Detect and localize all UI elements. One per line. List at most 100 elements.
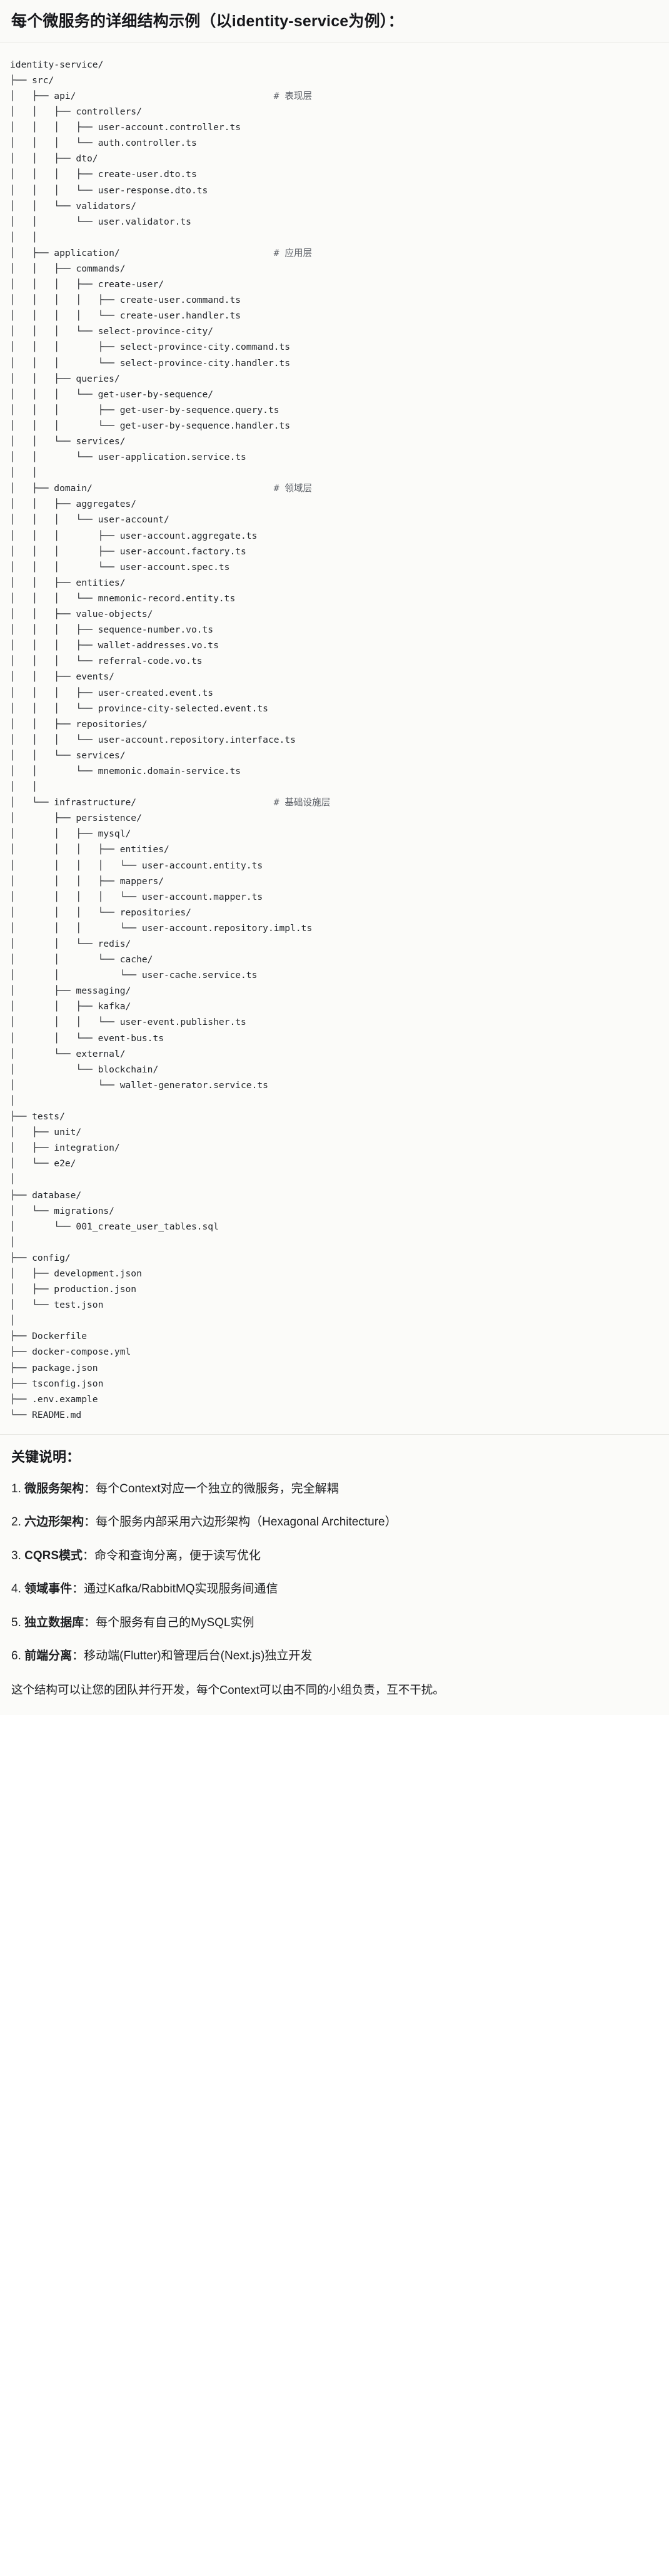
tree-line-text: │ │ │ │ └── user-account.mapper.ts <box>10 891 263 902</box>
tree-line-text: identity-service/ <box>10 59 104 70</box>
key-note-description: 移动端(Flutter)和管理后台(Next.js)独立开发 <box>84 1649 313 1663</box>
tree-line-text: │ └── wallet-generator.service.ts <box>10 1079 268 1091</box>
key-note-item: 3. CQRS模式：命令和查询分离，便于读写优化 <box>11 1547 658 1565</box>
tree-line: │ │ │ └── auth.controller.ts <box>10 138 197 148</box>
tree-line: │ │ │ └── user-event.publisher.ts <box>10 1017 246 1027</box>
tree-line-text: │ │ │ ├── sequence-number.vo.ts <box>10 624 214 636</box>
tree-line-comment: # 基础设施层 <box>273 797 331 808</box>
tree-line-text: │ ├── persistence/ <box>10 813 142 824</box>
tree-line-text: │ │ │ ├── user-account.aggregate.ts <box>10 530 258 541</box>
tree-line-text: │ │ ├── mysql/ <box>10 828 131 840</box>
tree-line-text: │ └── infrastructure/ <box>10 797 137 808</box>
tree-line-text: │ │ └── services/ <box>10 436 126 447</box>
heading-band: 每个微服务的详细结构示例（以identity-service为例）： <box>0 0 669 43</box>
tree-line: │ │ │ ├── sequence-number.vo.ts <box>10 624 213 635</box>
tree-line-text: │ │ │ ├── user-account.factory.ts <box>10 546 246 557</box>
tree-line-text: │ <box>10 1095 16 1106</box>
tree-line: │ │ │ └── mnemonic-record.entity.ts <box>10 593 235 604</box>
tree-line-text: │ │ │ │ └── create-user.handler.ts <box>10 310 241 322</box>
tree-line-text: │ │ │ └── get-user-by-sequence.handler.t… <box>10 420 291 431</box>
tree-line-text: │ │ <box>10 467 38 479</box>
tree-line-text: │ │ │ └── select-province-city/ <box>10 326 214 337</box>
tree-line: │ │ │ └── user-account/ <box>10 514 169 525</box>
tree-line: ├── .env.example <box>10 1394 98 1405</box>
tree-line-text: │ └── external/ <box>10 1048 126 1059</box>
tree-line: │ │ └── user-application.service.ts <box>10 452 246 462</box>
tree-line-text: │ │ │ ├── create-user.dto.ts <box>10 169 197 180</box>
tree-line-text: │ ├── api/ <box>10 90 76 101</box>
tree-line: ├── config/ <box>10 1253 71 1263</box>
key-note-term: 前端分离 <box>24 1649 73 1663</box>
tree-line-text: │ │ │ │ └── user-account.entity.ts <box>10 860 263 871</box>
tree-line: │ │ └── mnemonic.domain-service.ts <box>10 766 241 776</box>
tree-line-text: │ │ ├── controllers/ <box>10 106 142 118</box>
tree-line-text: │ <box>10 1174 16 1185</box>
tree-line: │ │ │ │ ├── create-user.command.ts <box>10 295 241 305</box>
tree-line-text: │ │ │ └── repositories/ <box>10 907 191 918</box>
tree-line-text: │ │ │ ├── mappers/ <box>10 875 164 887</box>
tree-line: │ ├── messaging/ <box>10 985 131 996</box>
tree-line-text: │ <box>10 1315 16 1326</box>
tree-line: │ │ ├── mysql/ <box>10 828 131 839</box>
tree-line: │ │ └── user.validator.ts <box>10 216 191 227</box>
tree-line: │ │ └── event-bus.ts <box>10 1033 164 1044</box>
tree-line: │ └── migrations/ <box>10 1206 114 1216</box>
tree-line-text: └── README.md <box>10 1409 82 1420</box>
key-note-separator: ： <box>83 1549 95 1562</box>
tree-line-text: │ │ └── cache/ <box>10 954 153 965</box>
tree-line-text: │ │ │ └── user-account.repository.impl.t… <box>10 922 313 934</box>
tree-line-text: │ │ ├── entities/ <box>10 577 126 588</box>
tree-line-text: │ ├── development.json <box>10 1268 142 1279</box>
tree-line: │ ├── development.json <box>10 1268 142 1279</box>
key-notes-title: 关键说明： <box>11 1448 81 1465</box>
tree-line-text: │ ├── messaging/ <box>10 985 131 997</box>
key-note-number: 3. <box>11 1549 25 1562</box>
tree-line-text: │ │ ├── queries/ <box>10 373 120 384</box>
key-note-description: 每个Context对应一个独立的微服务，完全解耦 <box>96 1482 339 1495</box>
tree-line-text: │ ├── production.json <box>10 1284 137 1295</box>
tree-line-text: │ │ ├── commands/ <box>10 263 126 274</box>
tree-line: │ │ │ └── user-account.spec.ts <box>10 562 229 573</box>
tree-line: │ │ ├── events/ <box>10 671 114 682</box>
key-note-item: 6. 前端分离：移动端(Flutter)和管理后台(Next.js)独立开发 <box>11 1647 658 1665</box>
tree-line-text: │ │ │ │ ├── create-user.command.ts <box>10 295 241 306</box>
directory-tree: identity-service/ ├── src/ │ ├── api/ # … <box>10 57 659 1423</box>
tree-line: │ │ └── validators/ <box>10 201 136 211</box>
tree-line: │ │ ├── commands/ <box>10 263 126 274</box>
tree-line-text: │ │ │ └── user-event.publisher.ts <box>10 1017 246 1028</box>
tree-line-text: │ │ └── services/ <box>10 750 126 761</box>
tree-line: │ │ │ └── user-account.repository.interf… <box>10 735 296 745</box>
tree-line-text: ├── tsconfig.json <box>10 1378 104 1389</box>
tree-line-text: │ │ ├── repositories/ <box>10 718 148 730</box>
tree-line: ├── database/ <box>10 1190 81 1201</box>
tree-line-text: │ │ │ ├── wallet-addresses.vo.ts <box>10 640 219 651</box>
tree-line: │ │ ├── queries/ <box>10 374 120 384</box>
key-note-number: 4. <box>11 1582 25 1596</box>
tree-line-text: │ └── test.json <box>10 1300 104 1311</box>
tree-line: │ └── e2e/ <box>10 1158 76 1169</box>
key-note-term: 独立数据库 <box>24 1616 84 1629</box>
tree-line: │ │ │ ├── entities/ <box>10 844 169 855</box>
tree-line: └── README.md <box>10 1410 81 1420</box>
tree-line-text: │ ├── unit/ <box>10 1127 82 1138</box>
key-note-description: 每个服务内部采用六边形架构（Hexagonal Architecture） <box>96 1515 397 1529</box>
tree-line-text: ├── config/ <box>10 1252 71 1263</box>
tree-line-text: │ │ │ └── get-user-by-sequence/ <box>10 389 214 400</box>
tree-line: │ │ └── services/ <box>10 750 126 761</box>
tree-line-text: ├── Dockerfile <box>10 1331 88 1342</box>
tree-line-text: │ │ │ └── select-province-city.handler.t… <box>10 357 291 369</box>
tree-line: ├── Dockerfile <box>10 1331 87 1341</box>
tree-line-text: │ │ <box>10 781 38 793</box>
tree-line-text: │ │ │ └── province-city-selected.event.t… <box>10 703 268 714</box>
tree-line: │ <box>10 1174 16 1184</box>
tree-line: │ │ │ └── get-user-by-sequence/ <box>10 389 213 400</box>
tree-line-comment: # 应用层 <box>273 247 313 258</box>
tree-line-text: │ │ │ ├── user-created.event.ts <box>10 687 214 698</box>
tree-line: │ │ │ ├── get-user-by-sequence.query.ts <box>10 405 279 415</box>
key-note-number: 6. <box>11 1649 25 1663</box>
tree-line: │ └── wallet-generator.service.ts <box>10 1080 268 1091</box>
tree-line: │ │ │ ├── mappers/ <box>10 876 164 887</box>
tree-line-text: │ ├── domain/ <box>10 483 93 494</box>
key-note-separator: ： <box>72 1582 84 1596</box>
